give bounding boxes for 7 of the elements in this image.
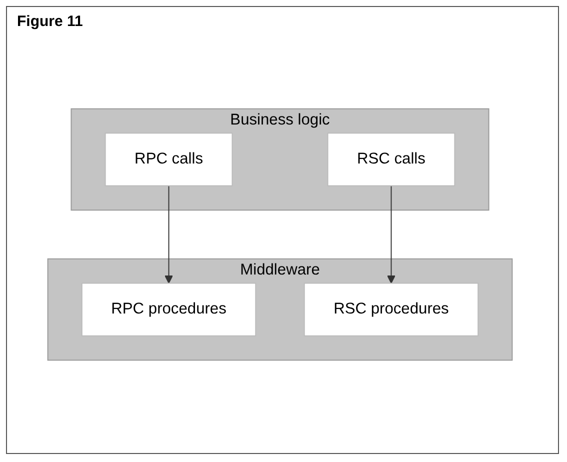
node-box: RPC calls [104, 132, 233, 186]
arrow [164, 184, 174, 284]
figure-title: Figure 11 [17, 13, 83, 30]
node-box: RSC procedures [304, 282, 479, 336]
node-box: RPC procedures [81, 282, 256, 336]
arrow [386, 184, 396, 284]
node-box: RSC calls [327, 132, 456, 186]
